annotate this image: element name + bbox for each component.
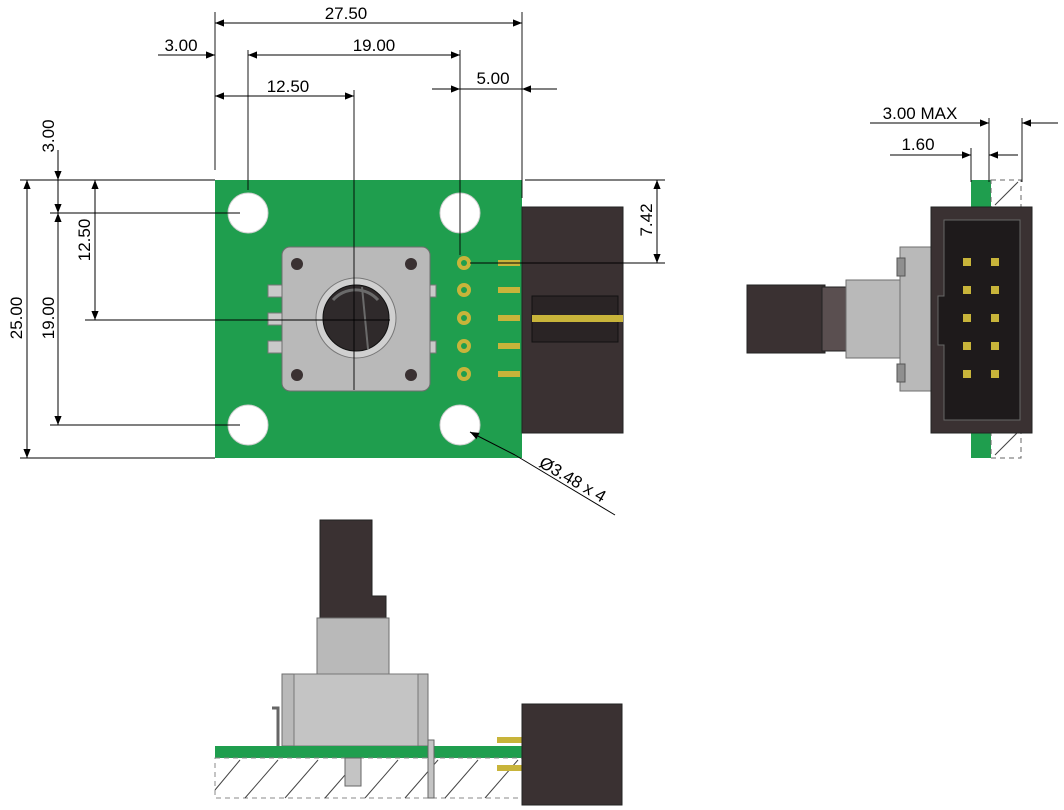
dim-pin-row-offset: 7.42 [637, 203, 656, 236]
dim-side-max: 3.00 MAX [883, 104, 958, 123]
dim-hole-spacing-x: 19.00 [353, 36, 396, 55]
dim-hole-diameter: Ø3.48 x 4 [536, 453, 609, 506]
shaft-top [322, 284, 390, 352]
side-view [746, 179, 1033, 459]
dim-hole-spacing-y: 19.00 [39, 297, 58, 340]
dim-board-height: 25.00 [7, 297, 26, 340]
dim-pin-offset: 5.00 [476, 69, 509, 88]
dim-left-offset: 3.00 [164, 36, 197, 55]
dim-side-thickness: 1.60 [901, 135, 934, 154]
side-dimensions: 3.00 MAX 1.60 [870, 104, 1058, 182]
encoder-body [267, 246, 437, 392]
header-connector [521, 206, 624, 434]
dim-top-width: 27.50 [325, 4, 368, 23]
mounting-hole [439, 404, 481, 446]
dim-shaft-center-x: 12.50 [267, 77, 310, 96]
front-view [215, 180, 624, 458]
bottom-view [214, 519, 623, 806]
dim-left-top-offset: 3.00 [39, 119, 58, 152]
dim-shaft-center-y: 12.50 [75, 219, 94, 262]
header-pins [963, 258, 999, 378]
